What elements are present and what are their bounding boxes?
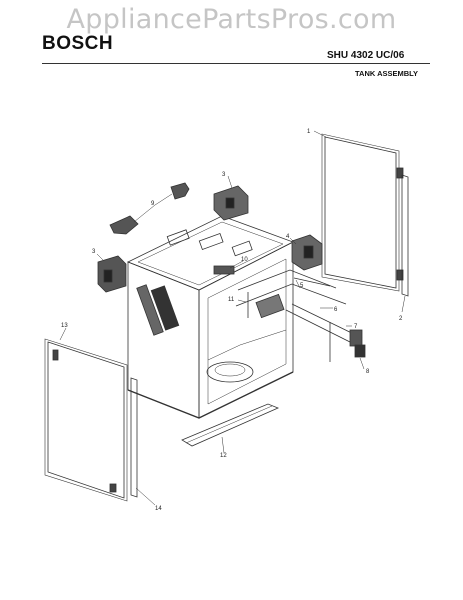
callout-3b: 3 [92,249,96,255]
callout-labels: 1 2 3 3 4 5 6 7 8 9 10 11 12 13 14 [61,129,403,512]
callout-8: 8 [366,369,370,375]
callout-2: 2 [399,316,403,322]
side-panel-left [44,338,128,502]
callout-6: 6 [334,307,338,313]
callout-1: 1 [307,129,311,135]
callout-4: 4 [286,234,290,240]
base-rail [181,403,280,447]
clip-b [109,215,139,235]
model-number: SHU 4302 UC/06 [327,50,405,61]
callout-9: 9 [151,201,155,207]
bracket-left [97,255,127,293]
clip-a [170,182,190,200]
top-bracket [213,265,235,275]
callout-14: 14 [155,506,162,512]
brand-logo: BOSCH [42,33,114,54]
leader-lines [59,130,406,506]
callout-13: 13 [61,323,68,329]
callout-12: 12 [220,453,227,459]
tank-body [127,215,294,419]
bracket-4 [291,234,323,271]
edge-trim-right [401,174,409,297]
callout-5: 5 [300,283,304,289]
rail-assembly [235,269,347,319]
callout-7: 7 [354,324,358,330]
section-title: TANK ASSEMBLY [355,69,419,78]
header-rule [42,63,430,64]
bracket-upper [213,185,249,221]
edge-trim-left [130,377,138,498]
callout-11: 11 [228,297,235,303]
callout-3a: 3 [222,172,226,178]
side-panel-right [321,133,404,292]
callout-10: 10 [241,257,248,263]
rail-5 [293,277,331,287]
watermark: AppliancePartsPros.com [66,4,397,35]
spray-arm-rails [285,303,366,362]
